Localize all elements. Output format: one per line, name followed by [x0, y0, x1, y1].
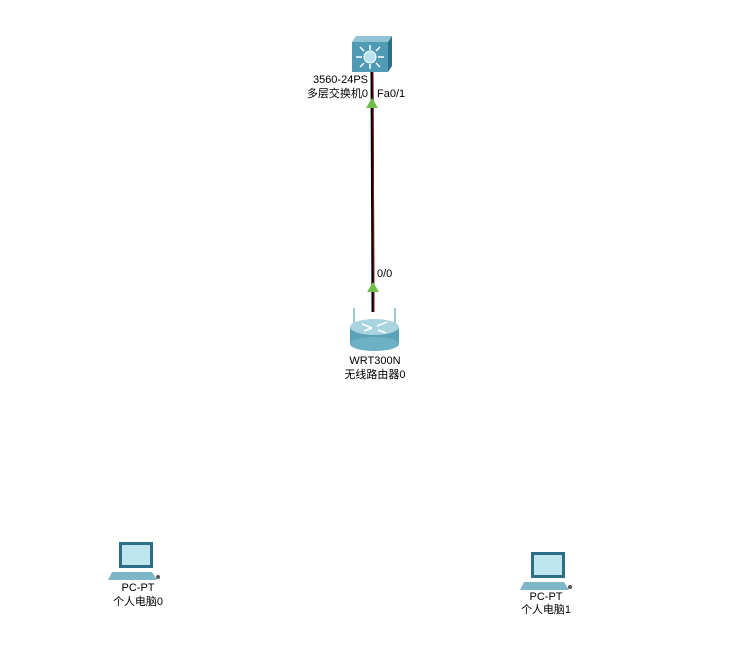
port-label-fa0-1: Fa0/1: [377, 88, 406, 100]
pc-icon[interactable]: [520, 552, 572, 590]
port-label-0-0: 0/0: [377, 268, 393, 280]
link-status-up-icon: [367, 282, 379, 292]
switch-model-label: 3560-24PS: [312, 74, 368, 86]
switch-name-label: 多层交换机0: [306, 88, 368, 100]
wireless-router-icon[interactable]: [350, 308, 399, 351]
link-status-up-icon: [366, 98, 378, 108]
multilayer-switch-icon[interactable]: [352, 36, 392, 72]
pc0-model-label: PC-PT: [121, 582, 155, 594]
pc1-model-label: PC-PT: [529, 591, 563, 603]
router-model-label: WRT300N: [349, 355, 401, 367]
pc-icon[interactable]: [108, 542, 160, 580]
router-name-label: 无线路由器0: [344, 369, 406, 381]
pc0-name-label: 个人电脑0: [112, 596, 164, 608]
pc1-name-label: 个人电脑1: [520, 604, 572, 616]
link-cable[interactable]: [370, 71, 375, 313]
